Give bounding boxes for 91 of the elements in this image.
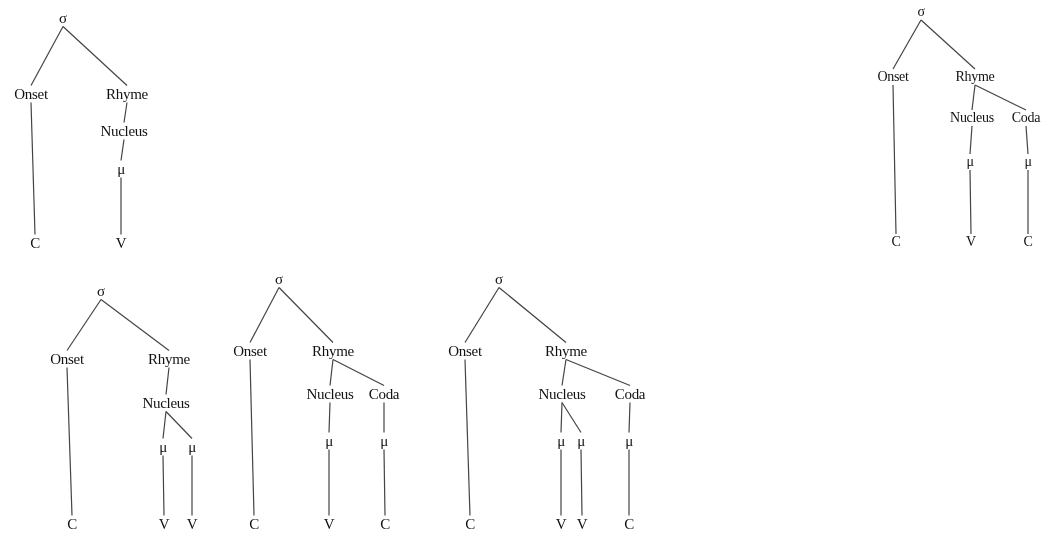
tree-node-label: μ — [557, 432, 565, 450]
tree-node-label: C — [1023, 234, 1033, 250]
tree-branch-line — [498, 286, 567, 344]
tree-branch-line — [974, 84, 1027, 111]
tree-node-label: C — [465, 515, 475, 533]
tree-node-label: V — [555, 515, 567, 533]
tree-node-label: Rhyme — [312, 342, 354, 360]
tree-node-label: σ — [495, 270, 503, 288]
tree-branch-line — [628, 401, 631, 434]
tree-branch-line — [329, 358, 334, 387]
tree-node-label: V — [158, 515, 170, 533]
tree-node-label: Rhyme — [545, 342, 587, 360]
tree-branch-line — [278, 286, 334, 344]
tree-branch-line — [920, 19, 976, 70]
tree-branch-line — [191, 454, 193, 517]
tree-node-label: Rhyme — [106, 85, 148, 103]
tree-node-label: σ — [917, 4, 925, 20]
tree-branch-line — [628, 448, 630, 517]
tree-node-label: μ — [159, 438, 167, 456]
tree-branch-line — [969, 125, 973, 155]
tree-branch-line — [123, 101, 128, 124]
tree-node-label: Onset — [14, 85, 48, 103]
tree-branch-line — [120, 138, 125, 162]
tree-node-label: C — [624, 515, 634, 533]
tree-node-label: C — [67, 515, 77, 533]
tree-node-label: μ — [380, 432, 388, 450]
tree-branch-line — [971, 84, 976, 111]
tree-branch-line — [560, 448, 562, 517]
tree-branch-line — [580, 448, 583, 517]
tree-node-label: Coda — [368, 385, 400, 403]
tree-node-label: Rhyme — [955, 69, 995, 85]
tree-node-label: Rhyme — [148, 350, 190, 368]
tree-branch-line — [249, 286, 280, 344]
tree-node-label: Coda — [614, 385, 646, 403]
tree-node-label: μ — [117, 160, 125, 178]
tree-node-label: μ — [188, 438, 196, 456]
tree-node-label: μ — [966, 154, 974, 170]
tree-branch-line — [969, 169, 972, 235]
tree-branch-line — [120, 176, 122, 236]
tree-node-label: V — [186, 515, 198, 533]
tree-branch-line — [328, 448, 330, 517]
tree-node-label: C — [249, 515, 259, 533]
tree-node-label: μ — [1024, 154, 1032, 170]
tree-node-label: Nucleus — [142, 394, 190, 412]
tree-branch-line — [165, 366, 170, 396]
tree-branch-line — [66, 366, 73, 517]
tree-branch-line — [62, 25, 128, 87]
tree-branch-line — [249, 358, 255, 517]
tree-branch-line — [30, 101, 36, 236]
tree-node-label: Nucleus — [306, 385, 354, 403]
tree-branch-line — [892, 19, 922, 70]
tree-branch-line — [162, 410, 167, 440]
tree-node-label: Nucleus — [100, 122, 148, 140]
tree-node-label: μ — [577, 432, 585, 450]
tree-node-label: Coda — [1011, 110, 1041, 126]
tree-branch-line — [328, 401, 331, 434]
tree-node-label: C — [30, 234, 40, 252]
tree-node-label: V — [115, 234, 127, 252]
tree-node-label: Nucleus — [538, 385, 586, 403]
tree-node-label: Nucleus — [950, 110, 994, 126]
tree-branch-line — [332, 358, 385, 387]
tree-node-label: Onset — [448, 342, 482, 360]
tree-branch-line — [165, 410, 193, 440]
tree-node-label: V — [576, 515, 588, 533]
tree-branch-line — [892, 84, 897, 235]
tree-node-label: V — [323, 515, 335, 533]
tree-node-label: Onset — [233, 342, 267, 360]
tree-node-label: Onset — [877, 69, 909, 85]
tree-branch-line — [565, 358, 631, 387]
tree-branch-line — [162, 454, 165, 517]
tree-branch-line — [100, 298, 170, 352]
tree-branch-line — [464, 286, 500, 344]
tree-node-label: σ — [59, 9, 67, 27]
tree-branch-line — [561, 401, 582, 434]
tree-branch-line — [560, 401, 563, 434]
tree-node-label: Onset — [50, 350, 84, 368]
tree-node-label: C — [380, 515, 390, 533]
tree-node-label: V — [966, 234, 976, 250]
tree-branch-line — [383, 401, 385, 434]
tree-branch-line — [1025, 125, 1029, 155]
tree-node-label: σ — [275, 270, 283, 288]
tree-node-label: C — [891, 234, 901, 250]
tree-branch-line — [1027, 169, 1029, 235]
tree-node-label: μ — [625, 432, 633, 450]
tree-branch-line — [66, 298, 102, 352]
tree-branch-line — [464, 358, 471, 517]
tree-branch-line — [561, 358, 567, 387]
tree-branch-line — [30, 25, 64, 87]
tree-node-label: σ — [97, 282, 105, 300]
tree-node-label: μ — [325, 432, 333, 450]
tree-branch-line — [383, 448, 386, 517]
